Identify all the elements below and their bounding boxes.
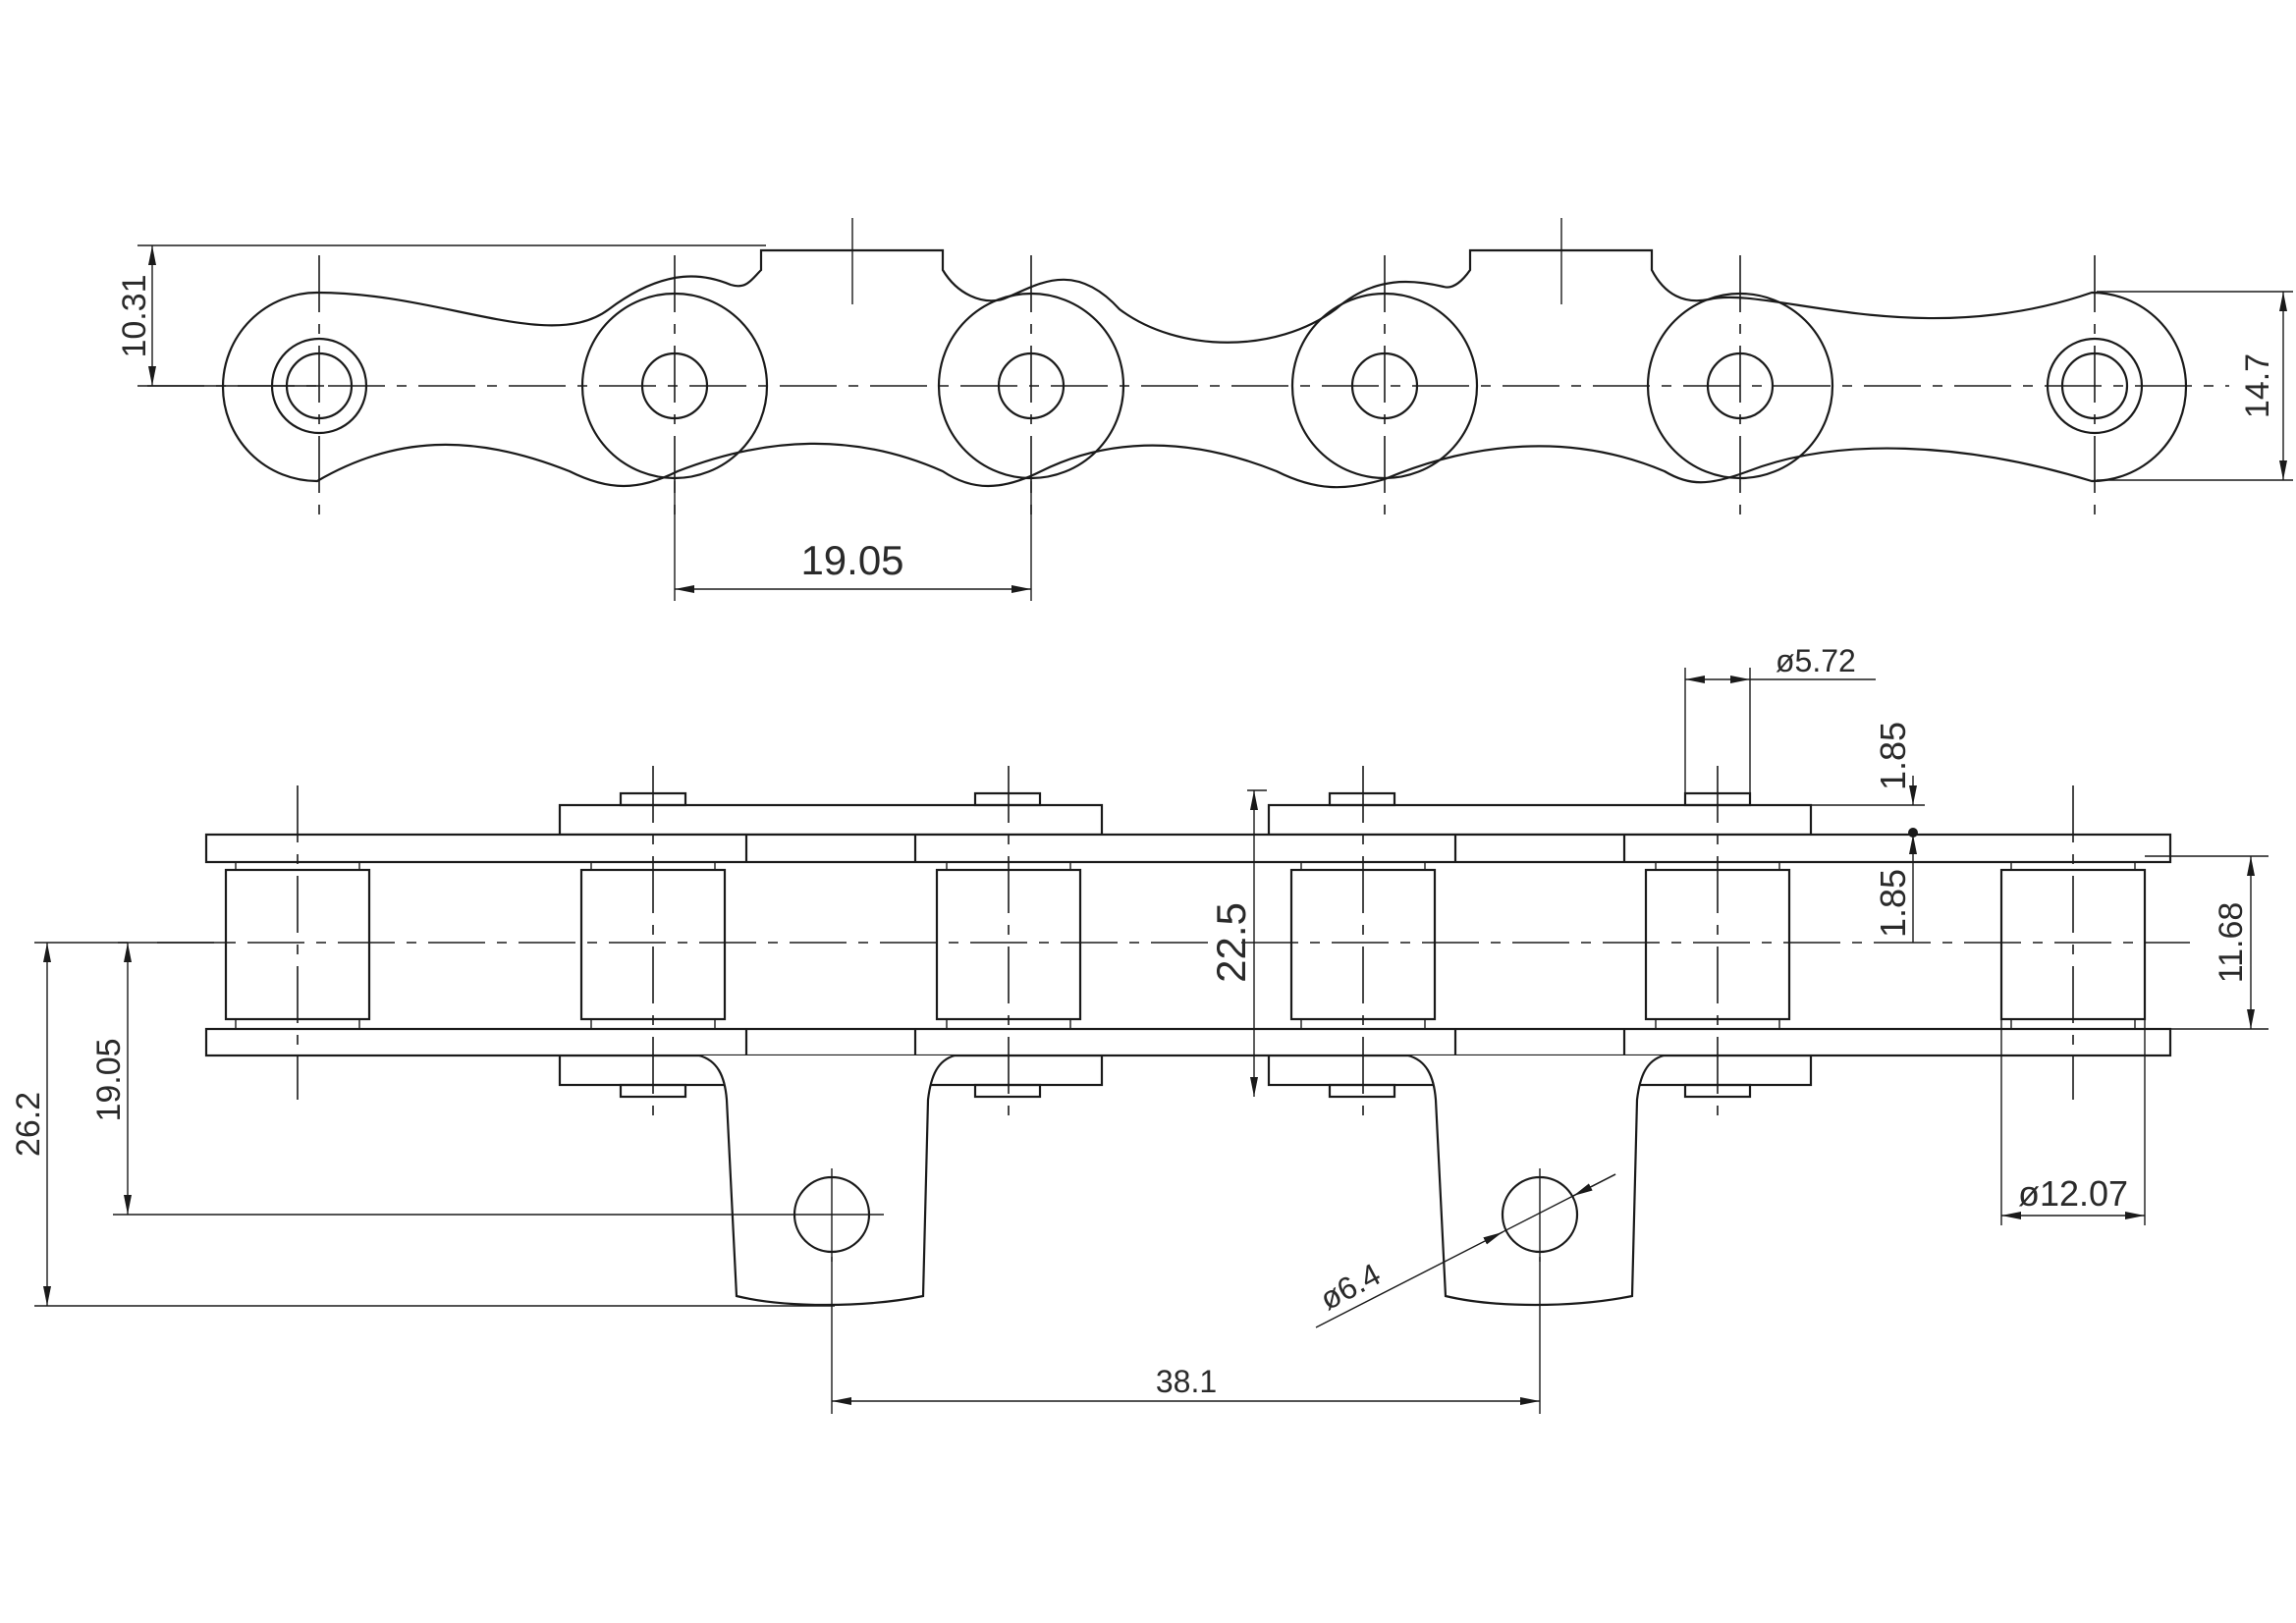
rollers [224,861,2147,1030]
dim-height-left-label: 10.31 [116,274,153,357]
dim-height-right-label: 14.7 [2239,353,2276,418]
outer-plate-top [558,803,1104,837]
dim-total-height-label: 26.2 [10,1092,47,1157]
link-outline [221,248,2188,489]
attachment-tab [1407,1054,1665,1307]
dim-hole-pitch-label: 38.1 [1156,1364,1217,1399]
dim-width-label: 22.5 [1208,902,1254,983]
dim-offset-b-label: 1.85 [1873,869,1913,938]
outer-plate-top [1267,803,1813,837]
dim-inner-label: 11.68 [2213,902,2250,984]
inner-plate-top [204,833,2172,864]
dim-pitch-label: 19.05 [800,537,903,583]
inner-plate-bottom [204,1027,2172,1057]
attachment-tab [698,1054,956,1307]
top-view: 19.05 10.31 14.7 [116,218,2293,601]
dim-roller-dia-label: ø12.07 [2018,1173,2128,1214]
dim-hole-dia-label: ø6.4 [1314,1256,1386,1317]
dim-hole-height-label: 19.05 [90,1038,128,1121]
dim-offset-a-label: 1.85 [1873,722,1913,790]
dim-pin-dia-label: ø5.72 [1776,643,1856,678]
bottom-view: ø5.72 1.85 1.85 22.5 11.68 ø12.07 ø6.4 [10,643,2269,1414]
